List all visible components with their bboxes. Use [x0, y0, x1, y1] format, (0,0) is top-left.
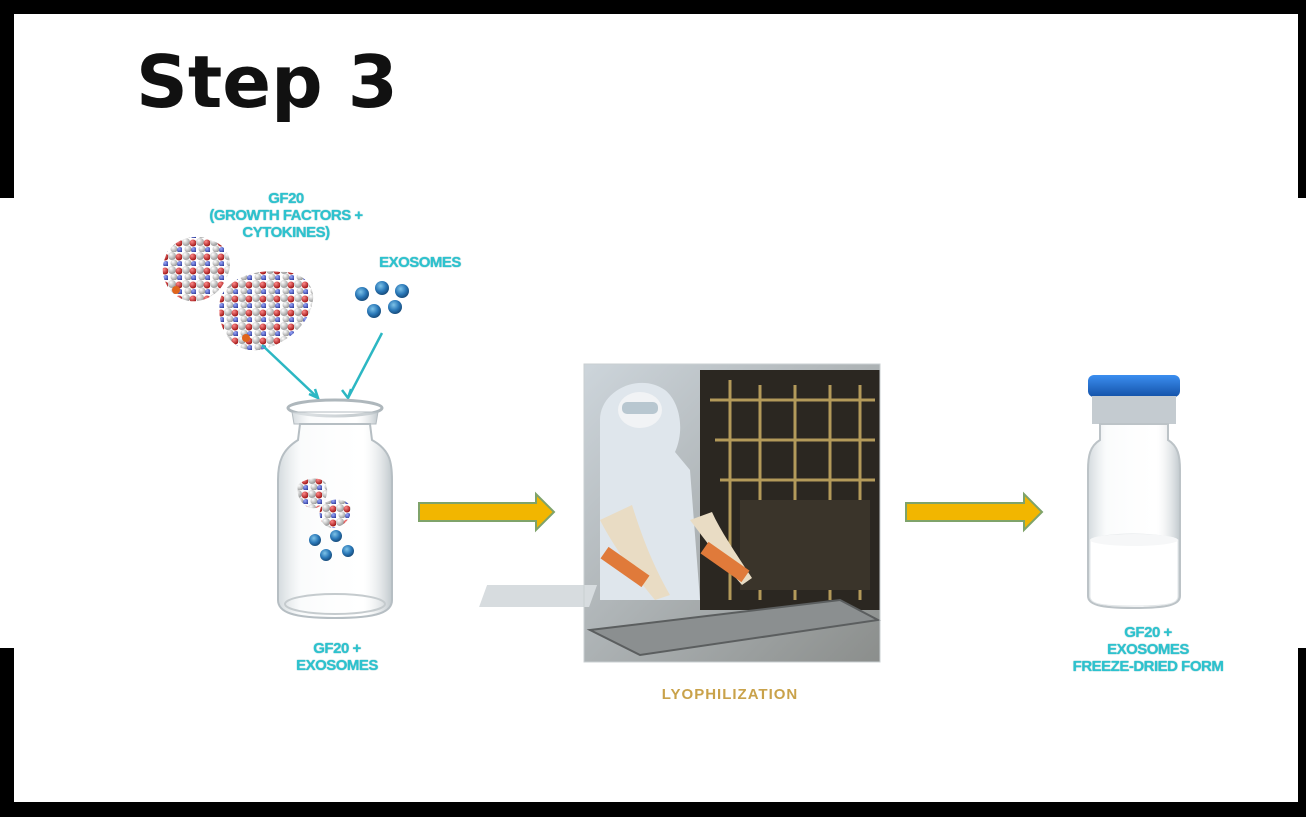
label-exosomes-text: EXOSOMES	[379, 254, 461, 271]
label-exosomes: EXOSOMES	[360, 254, 480, 271]
panel-bottom	[14, 646, 1298, 802]
label-vial-mix: GF20 + EXOSOMES	[272, 640, 402, 674]
label-gf20-line3: CYTOKINES)	[242, 224, 330, 241]
label-final-vial: GF20 + EXOSOMES FREEZE-DRIED FORM	[1048, 624, 1248, 675]
right-arrow-icon-2	[905, 491, 1044, 533]
label-lyophilization: LYOPHILIZATION	[661, 686, 799, 703]
glass-vial-icon	[277, 398, 393, 620]
molecule-icon	[162, 236, 314, 351]
label-gf20-line2: (GROWTH FACTORS +	[209, 207, 363, 224]
label-vial-mix-line2: EXOSOMES	[296, 657, 378, 674]
pointer-lines	[261, 332, 384, 401]
label-final-line3: FREEZE-DRIED FORM	[1072, 658, 1224, 675]
panel-top	[14, 14, 1298, 200]
right-arrow-icon	[418, 491, 556, 533]
label-final-line2: EXOSOMES	[1107, 641, 1189, 658]
freeze-dried-vial-icon	[1087, 375, 1181, 610]
label-gf20: GF20 (GROWTH FACTORS + CYTOKINES)	[196, 190, 376, 241]
label-final-line1: GF20 +	[1124, 624, 1172, 641]
label-vial-mix-line1: GF20 +	[313, 640, 361, 657]
lab-technician-photo	[479, 363, 882, 663]
exosome-icon	[355, 281, 409, 318]
page-title: Step 3	[136, 40, 398, 124]
label-gf20-line1: GF20	[268, 190, 304, 207]
